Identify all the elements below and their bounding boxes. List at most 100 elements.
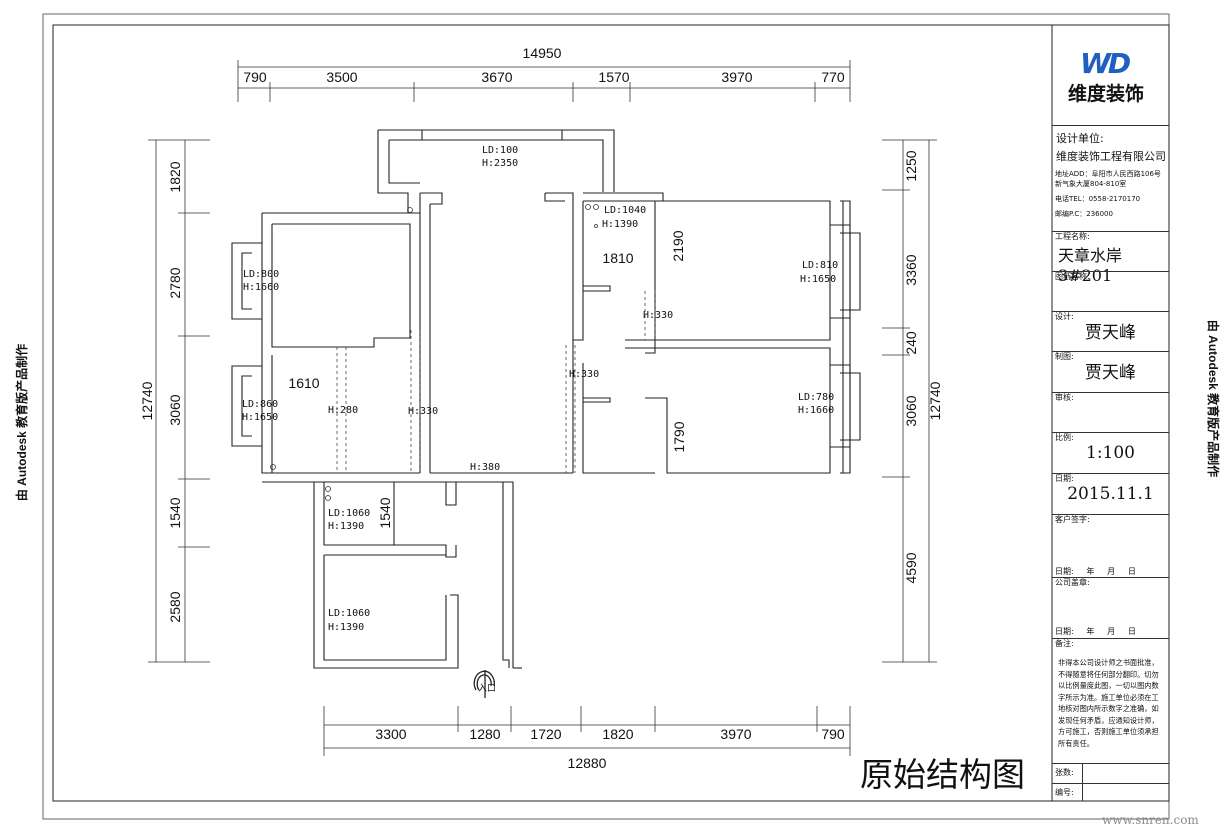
drawing-title: 原始结构图 <box>860 755 1025 794</box>
opening-ld-4: LD:810 <box>802 260 838 271</box>
height-label-3: H:330 <box>408 406 438 417</box>
drafter-label: 制图: <box>1055 352 1074 361</box>
bottom-dim-1: 3300 <box>375 726 406 742</box>
date-value: 2015.11.1 <box>1067 484 1154 504</box>
right-dim-4: 3060 <box>903 395 919 426</box>
opening-h-1: H:2350 <box>482 158 518 169</box>
opening-ld-8: LD:1060 <box>328 608 370 619</box>
drawing-name-cell: 图纸名称: <box>1052 271 1169 311</box>
top-dim-5: 3970 <box>721 69 752 85</box>
height-label-5: H:380 <box>470 462 500 473</box>
opening-ld-3: LD:800 <box>243 269 279 280</box>
bottom-dim-4: 1820 <box>602 726 633 742</box>
designer-label: 设计: <box>1055 312 1074 321</box>
company-seal-cell: 公司盖章: 日期: 年 月 日 <box>1052 577 1169 640</box>
top-dim-2: 3500 <box>326 69 357 85</box>
sheet-divider <box>1082 763 1083 801</box>
company-seal-date: 日期: 年 月 日 <box>1055 627 1136 636</box>
project-label: 工程名称: <box>1055 232 1090 241</box>
bottom-dim-5: 3970 <box>720 726 751 742</box>
number-cell: 编号: <box>1052 783 1169 801</box>
top-dim-6: 770 <box>821 69 845 85</box>
designer-cell: 设计: 贾天峰 <box>1052 311 1169 351</box>
walls <box>231 129 861 669</box>
client-sign-label: 客户签字: <box>1055 515 1090 524</box>
company-postcode: 邮编P.C：236000 <box>1055 210 1113 218</box>
dimension-lines <box>148 60 937 756</box>
right-dim-5: 4590 <box>903 552 919 583</box>
height-label-4: H:330 <box>569 369 599 380</box>
inner-dim-2190: 2190 <box>670 230 686 261</box>
watermark-text: www.snren.com <box>1102 813 1199 827</box>
opening-ld-5: LD:860 <box>242 399 278 410</box>
opening-h-7: H:1390 <box>328 521 364 532</box>
entrance-label: 入口 <box>478 683 496 694</box>
sheet-count-label: 张数: <box>1055 768 1074 777</box>
height-label-1: H:330 <box>643 310 673 321</box>
scale-label: 比例: <box>1055 433 1074 442</box>
left-dim-5: 2580 <box>167 591 183 622</box>
right-autodesk-note: 由 Autodesk 教育版产品制作 <box>1206 319 1221 478</box>
company-phone: 电话TEL：0558-2170170 <box>1055 195 1141 203</box>
client-sign-date: 日期: 年 月 日 <box>1055 567 1136 576</box>
left-dim-3: 3060 <box>167 394 183 425</box>
sheet-count-cell: 张数: <box>1052 763 1169 783</box>
notes-label: 备注: <box>1055 639 1074 648</box>
bottom-dim-3: 1720 <box>530 726 561 742</box>
company-name: 维度装饰工程有限公司 <box>1056 150 1166 163</box>
sheet-inner-frame <box>52 24 1170 802</box>
opening-ld-7: LD:1060 <box>328 508 370 519</box>
project-name: 天章水岸3#201 <box>1058 246 1123 285</box>
left-dim-4: 1540 <box>167 497 183 528</box>
entrance-door-icon <box>473 670 495 698</box>
client-sign-cell: 客户签字: 日期: 年 月 日 <box>1052 514 1169 577</box>
top-dim-1: 790 <box>243 69 267 85</box>
right-dim-2: 3360 <box>903 254 919 285</box>
drawing-name-label: 图纸名称: <box>1055 272 1090 281</box>
review-label: 审核: <box>1055 393 1074 402</box>
date-label: 日期: <box>1055 474 1074 483</box>
date-cell: 日期: 2015.11.1 <box>1052 473 1169 513</box>
height-label-2: H:280 <box>328 405 358 416</box>
left-total-dim: 12740 <box>139 381 155 420</box>
notes-text: 非得本公司设计师之书面批准，不得随意将任何部分翻印。切勿以比例量度此图，一切以图… <box>1058 658 1159 748</box>
opening-labels: LD:100 H:2350 LD:1040 H:1390 LD:800 H:16… <box>242 145 838 694</box>
opening-ld-2: LD:1040 <box>604 205 646 216</box>
bottom-dim-6: 790 <box>821 726 845 742</box>
sheet-outer-frame <box>42 13 1170 820</box>
review-cell: 审核: <box>1052 392 1169 432</box>
bottom-total-dim: 12880 <box>568 755 607 771</box>
design-unit-label: 设计单位: <box>1056 132 1104 145</box>
left-autodesk-note: 由 Autodesk 教育版产品制作 <box>15 343 30 502</box>
brand-logo: WD 维度装饰 <box>1052 25 1169 125</box>
designer-name: 贾天峰 <box>1085 323 1136 343</box>
scale-cell: 比例: 1:100 <box>1052 432 1169 472</box>
bottom-dim-2: 1280 <box>469 726 500 742</box>
title-block: WD 维度装饰 设计单位: 维度装饰工程有限公司 地址ADD：阜阳市人民西路10… <box>1052 25 1169 801</box>
drafter-name: 贾天峰 <box>1085 363 1136 383</box>
opening-h-3: H:1660 <box>243 282 279 293</box>
top-dim-4: 1570 <box>598 69 629 85</box>
right-total-dim: 12740 <box>927 381 943 420</box>
beam-dashed-lines <box>336 291 656 473</box>
scale-value: 1:100 <box>1086 443 1135 463</box>
design-unit-cell: 设计单位: 维度装饰工程有限公司 地址ADD：阜阳市人民西路106号 新气象大厦… <box>1052 125 1169 235</box>
top-dim-3: 3670 <box>481 69 512 85</box>
opening-ld-1: LD:100 <box>482 145 518 156</box>
left-dim-1: 1820 <box>167 161 183 192</box>
brand-name: 维度装饰 <box>1068 83 1145 105</box>
number-label: 编号: <box>1055 788 1074 797</box>
company-seal-label: 公司盖章: <box>1055 578 1090 587</box>
pipe-markers <box>270 204 599 501</box>
opening-h-8: H:1390 <box>328 622 364 633</box>
inner-dim-1790: 1790 <box>671 421 687 452</box>
company-address: 地址ADD：阜阳市人民西路106号 <box>1055 170 1161 178</box>
opening-h-4: H:1650 <box>800 274 836 285</box>
project-cell: 工程名称: 天章水岸3#201 <box>1052 231 1169 285</box>
logo-mark: WD <box>1080 47 1131 80</box>
top-total-dim: 14950 <box>523 45 562 61</box>
inner-dim-1610: 1610 <box>288 375 319 391</box>
opening-h-2: H:1390 <box>602 219 638 230</box>
drafter-cell: 制图: 贾天峰 <box>1052 351 1169 391</box>
